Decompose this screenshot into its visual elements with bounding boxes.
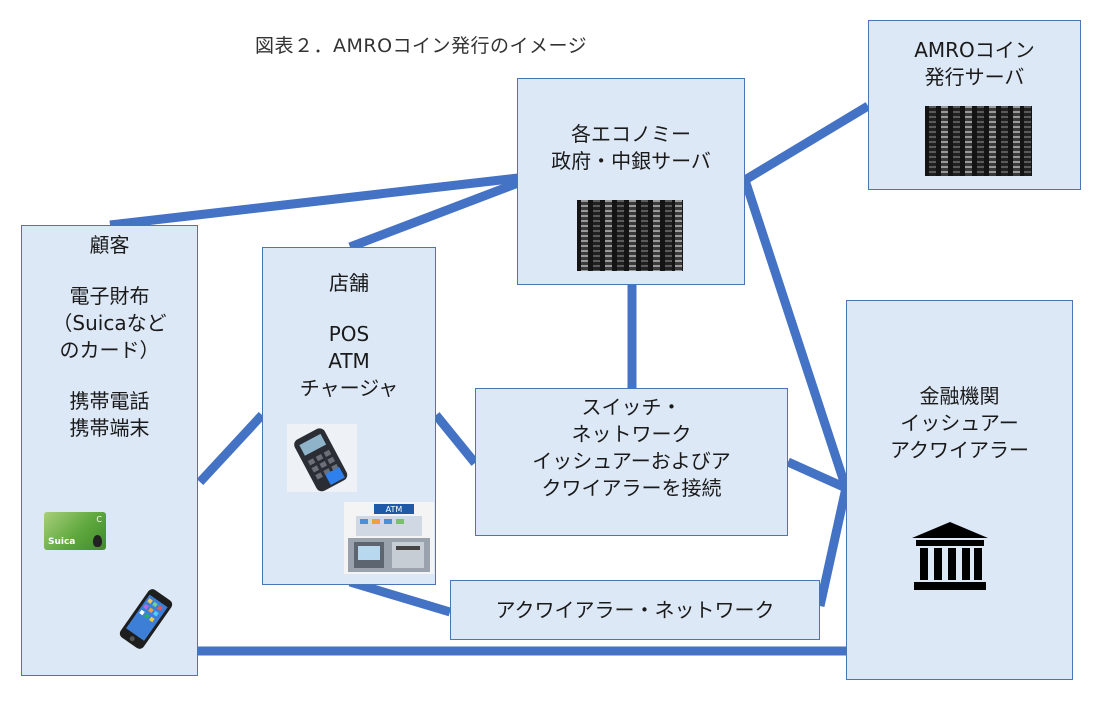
amro-server-label-2: 発行サーバ [924,65,1025,89]
financial-label-3: アクワイアラー [890,438,1029,462]
connector-customer-gov [109,173,519,230]
acquirer-network-box: アクワイアラー・ネットワーク [450,580,820,640]
switch-label-2: ネットワーク [571,422,692,446]
suica-card-logo: Suica [48,537,76,547]
server-rack-icon [577,200,683,271]
switch-label-1: スイッチ・ [581,395,682,419]
financial-label-1: 金融機関 [919,384,1000,408]
connector-gov-amro [742,102,871,184]
bank-icon [912,522,988,590]
smartphone-icon [119,589,173,649]
suica-card-icon: C Suica [44,512,106,550]
switch-label-4: クワイアラーを接続 [541,476,722,500]
switch-label-3: イッシュアーおよびア [532,449,731,473]
connector-switch-financial [786,457,848,493]
customer-wallet-2: （Suicaなど [52,311,167,335]
acquirer-network-label: アクワイアラー・ネットワーク [495,598,775,622]
customer-heading: 顧客 [89,233,130,257]
customer-wallet-3: のカード） [59,338,160,362]
store-heading: 店舗 [329,271,369,295]
gov-server-label-2: 政府・中銀サーバ [551,149,711,173]
store-charger: チャージャ [299,376,399,400]
store-atm: ATM [328,349,370,373]
server-rack-icon [925,106,1032,176]
customer-wallet-1: 電子財布 [69,284,150,308]
amro-server-label-1: AMROコイン [914,38,1035,62]
connector-gov-financial [740,178,851,490]
customer-phone-1: 携帯電話 [69,389,150,413]
suica-card-mark: C [96,515,102,524]
connector-store-gov [348,178,520,252]
connector-store-switch [432,412,479,466]
store-pos: POS [328,322,370,346]
gov-server-label-1: 各エコノミー [571,122,691,146]
connector-customer-store [196,411,266,486]
atm-icon: ATM [344,502,434,574]
financial-label-2: イッシュアー [900,411,1019,435]
connector-acquirer-financial [815,487,851,607]
card-terminal-icon [287,424,357,492]
financial-institution-box: 金融機関 イッシュアー アクワイアラー [846,300,1073,680]
switch-network-box: スイッチ・ ネットワーク イッシュアーおよびア クワイアラーを接続 [475,388,788,536]
penguin-icon [93,535,102,547]
atm-sign: ATM [386,505,403,514]
customer-phone-2: 携帯端末 [69,416,150,440]
connector-store-acquirer [348,577,452,617]
diagram-title: 図表２．AMROコイン発行のイメージ [255,35,588,57]
